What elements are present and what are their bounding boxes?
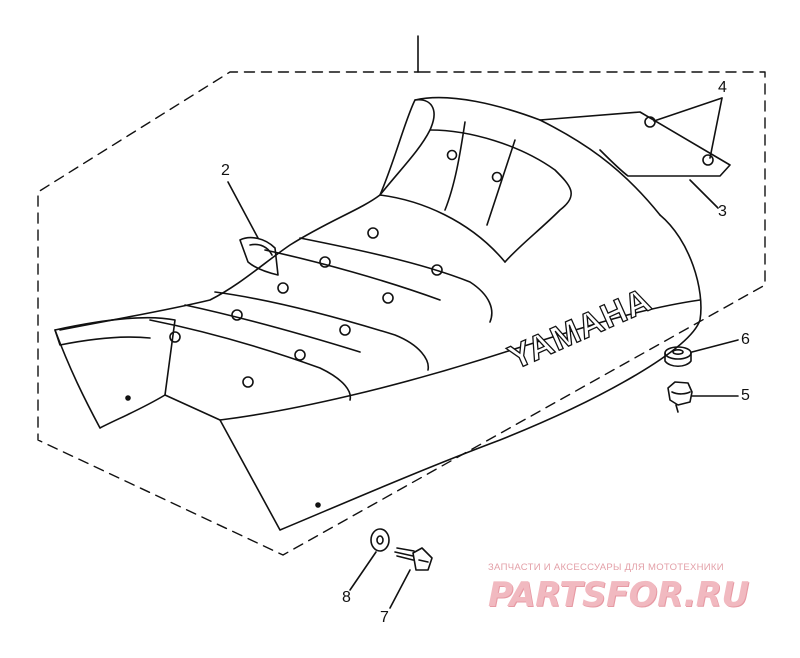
assembly-boundary bbox=[37, 71, 766, 556]
callout-7: 7 bbox=[380, 609, 389, 626]
part-7-bolt bbox=[394, 547, 433, 571]
callout-3: 3 bbox=[718, 203, 727, 220]
leader-4b bbox=[709, 97, 723, 159]
part-8-washer bbox=[370, 528, 390, 552]
part-2-strap bbox=[239, 236, 279, 276]
leader-7 bbox=[389, 569, 411, 609]
callout-2: 2 bbox=[221, 162, 230, 179]
part-6-grommet bbox=[664, 346, 692, 368]
watermark-tagline: ЗАПЧАСТИ И АКСЕССУАРЫ ДЛЯ МОТОТЕХНИКИ bbox=[488, 562, 724, 573]
leader-8 bbox=[349, 551, 377, 591]
callout-5: 5 bbox=[741, 387, 750, 404]
seat-brand-text: YAMAHA bbox=[503, 281, 657, 378]
seat bbox=[54, 96, 702, 531]
leader-2 bbox=[227, 181, 259, 239]
callout-8: 8 bbox=[342, 589, 351, 606]
leader-6 bbox=[691, 339, 739, 353]
callout-4: 4 bbox=[718, 79, 727, 96]
callout-6: 6 bbox=[741, 331, 750, 348]
leader-4a bbox=[653, 97, 723, 122]
watermark-logo: PARTSFOR.RU bbox=[488, 575, 749, 615]
part-3-bracket bbox=[539, 111, 731, 177]
leader-3 bbox=[689, 179, 719, 209]
part-5-nut bbox=[667, 381, 693, 413]
